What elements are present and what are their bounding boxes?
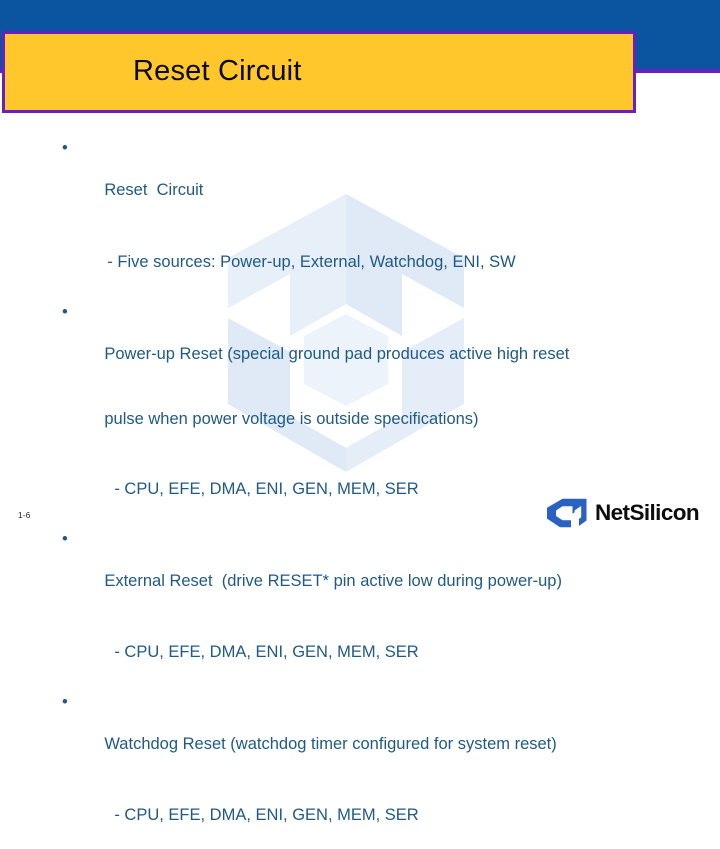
page-number: 1-6 [18, 511, 31, 520]
sub-bullet-item: - Five sources: Power-up, External, Watc… [0, 231, 720, 294]
bullet-dot-icon: • [62, 303, 68, 321]
sub-bullet-text: - Five sources: Power-up, External, Watc… [107, 253, 516, 271]
page-title: Reset Circuit [133, 55, 302, 87]
sub-bullet-text: - CPU, EFE, DMA, ENI, GEN, MEM, SER [114, 643, 419, 661]
sub-bullet-text: - CPU, EFE, DMA, ENI, GEN, MEM, SER [114, 806, 419, 824]
spacer [0, 224, 720, 231]
bullet-dot-icon: • [62, 139, 68, 157]
slide-title-box: Reset Circuit [2, 31, 636, 113]
spacer [0, 451, 720, 458]
bullet-dot-icon: • [62, 693, 68, 711]
sub-bullet-item: - CPU, EFE, DMA, ENI, GEN, MEM, SER [0, 621, 720, 684]
netsilicon-logo: NetSilicon [545, 497, 700, 529]
bullet-item: • Power-up Reset (special ground pad pro… [0, 302, 720, 386]
bullet-text: pulse when power voltage is outside spec… [104, 410, 479, 428]
netsilicon-mark-icon [545, 498, 589, 528]
bullet-text: Power-up Reset (special ground pad produ… [104, 345, 570, 363]
bullet-text-continuation: pulse when power voltage is outside spec… [0, 388, 720, 451]
sub-bullet-text: - CPU, EFE, DMA, ENI, GEN, MEM, SER [114, 480, 419, 498]
bullet-text: Watchdog Reset (watchdog timer configure… [104, 735, 557, 753]
bullet-item: • External Reset (drive RESET* pin activ… [0, 529, 720, 613]
sub-bullet-item: - CPU, EFE, DMA, ENI, GEN, MEM, SER [0, 458, 720, 521]
sub-bullet-item: - CPU, EFE, DMA, ENI, GEN, MEM, SER [0, 784, 720, 847]
netsilicon-wordmark: NetSilicon [595, 500, 700, 525]
bullet-dot-icon: • [62, 530, 68, 548]
bullet-item: • Watchdog Reset (watchdog timer configu… [0, 692, 720, 776]
bullet-text: External Reset (drive RESET* pin active … [104, 572, 562, 590]
bullet-item: • Reset Circuit [0, 138, 720, 222]
slide-body: • Reset Circuit - Five sources: Power-up… [0, 138, 720, 849]
bullet-text: Reset Circuit [104, 181, 204, 199]
